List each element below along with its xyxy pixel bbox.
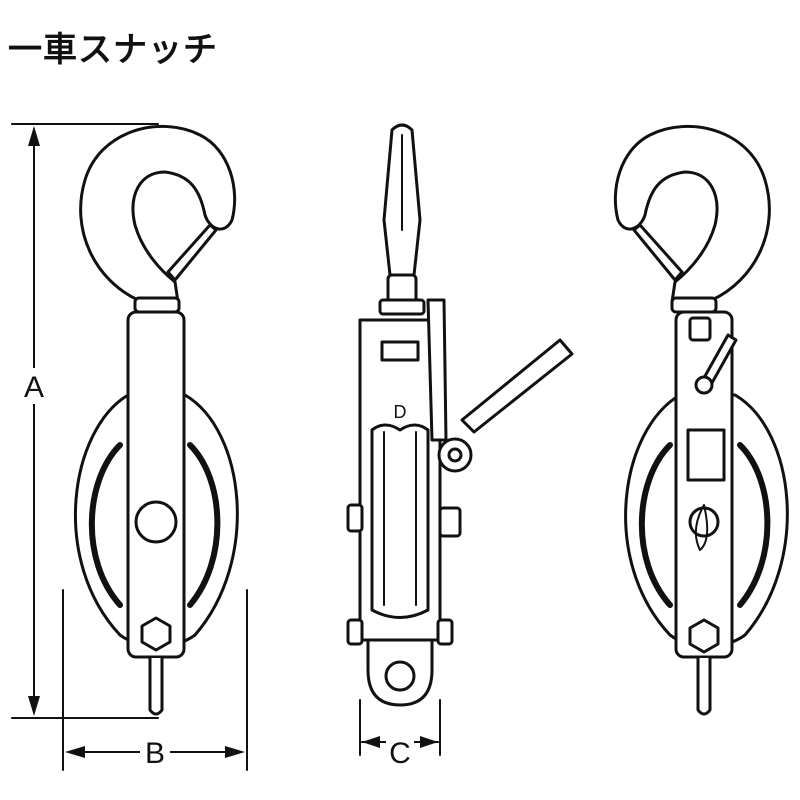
front-nut	[140, 616, 172, 652]
dimension-a-label: A	[24, 371, 44, 404]
side-view	[346, 123, 574, 707]
side-lever	[460, 338, 574, 434]
dimension-c	[359, 699, 441, 763]
front-housing-inner-left	[88, 442, 123, 608]
front-housing-inner-right	[187, 442, 221, 608]
dimension-b	[62, 589, 248, 771]
back-axle	[688, 506, 720, 538]
dimension-d-label: D	[394, 402, 407, 422]
dimension-a	[11, 123, 159, 719]
diagram-title: 一車スナッチ	[8, 30, 218, 70]
dimension-c-label: C	[389, 737, 411, 770]
back-hook	[613, 124, 771, 304]
front-latch	[166, 223, 218, 282]
front-view	[73, 124, 239, 716]
side-sheave	[370, 423, 430, 619]
front-axle	[134, 500, 178, 544]
back-view	[613, 124, 789, 716]
back-side-plate	[674, 310, 734, 659]
front-hook	[79, 124, 237, 304]
side-eye	[384, 660, 416, 692]
dimension-b-label: B	[145, 737, 165, 770]
front-side-plate	[126, 310, 186, 659]
back-latch	[632, 223, 684, 282]
back-nut	[688, 618, 720, 654]
